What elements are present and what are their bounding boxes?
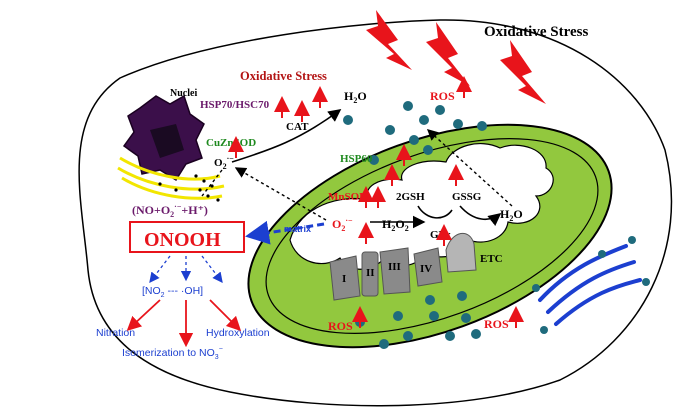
- h2o2-label: H2O2: [382, 217, 409, 233]
- o2-cyto-label: O2·−: [214, 154, 234, 171]
- complex-1-label: I: [342, 273, 346, 285]
- complex-2-label: II: [366, 267, 375, 279]
- o2-matrix-label: O2·−: [332, 216, 353, 233]
- complex-iii: [379, 247, 411, 295]
- onooh-decay-arrows: [149, 255, 223, 284]
- mnsod-label: MnSOD: [328, 191, 367, 203]
- onooh-label: ONOOH: [144, 229, 221, 251]
- ros-bottom-left-label: ROS: [328, 319, 353, 333]
- onooh-box: [129, 221, 245, 253]
- lightning-icon: [500, 40, 546, 104]
- etc-complexes: [329, 233, 477, 301]
- nucleus: [122, 94, 205, 182]
- hsp60-label: HSP60: [340, 153, 373, 165]
- title-oxidative-stress: Oxidative Stress: [484, 24, 588, 40]
- gpx-label: GPx: [430, 229, 451, 241]
- complex-3-label: III: [388, 261, 401, 273]
- golgi-dots: [532, 236, 650, 334]
- lightning-icon: [426, 22, 470, 86]
- ros-bottom-right-label: ROS: [484, 317, 509, 331]
- oxidative-stress-inner: Oxidative Stress: [240, 69, 327, 83]
- product-arrows: [126, 299, 242, 348]
- er-dots: [158, 174, 220, 202]
- lightning-icon: [366, 10, 412, 70]
- endoplasmic-reticulum: [117, 156, 225, 200]
- ros-top-label: ROS: [430, 89, 455, 103]
- complex-v: [445, 233, 477, 273]
- complex-iv: [413, 247, 443, 287]
- matrix-arrow: [245, 220, 325, 245]
- no-reaction-label: (NO+O2·−+H⁺): [132, 202, 208, 219]
- lightning-bolts: [366, 10, 546, 104]
- golgi-apparatus: [538, 244, 642, 326]
- etc-label: ETC: [480, 253, 503, 265]
- hydroxylation-label: Hydroxylation: [206, 327, 270, 339]
- complex-ii: [361, 251, 379, 297]
- cell-membrane: [78, 19, 673, 407]
- gsh-label: 2GSH: [396, 191, 425, 203]
- gssg-label: GSSG: [452, 191, 482, 203]
- isomerization-label: Isomerization to NO3−: [122, 346, 223, 361]
- nuclei-label: Nuclei: [170, 88, 197, 99]
- dashed-arrows: [201, 129, 513, 221]
- up-arrows: [228, 76, 524, 328]
- complex-i: [329, 255, 361, 301]
- h2o-top-label: H2O: [344, 89, 367, 105]
- no2-oh-label: [NO2 --- ·OH]: [142, 285, 203, 299]
- h2o-right-label: H2O: [500, 207, 523, 223]
- cat-label: CAT: [286, 121, 309, 133]
- complex-4-label: IV: [420, 263, 432, 275]
- black-arrows: [231, 109, 502, 229]
- hsp70-label: HSP70/HSC70: [200, 99, 270, 111]
- nitration-label: Nitration: [96, 327, 135, 339]
- cuznsod-label: CuZnSOD: [206, 137, 256, 149]
